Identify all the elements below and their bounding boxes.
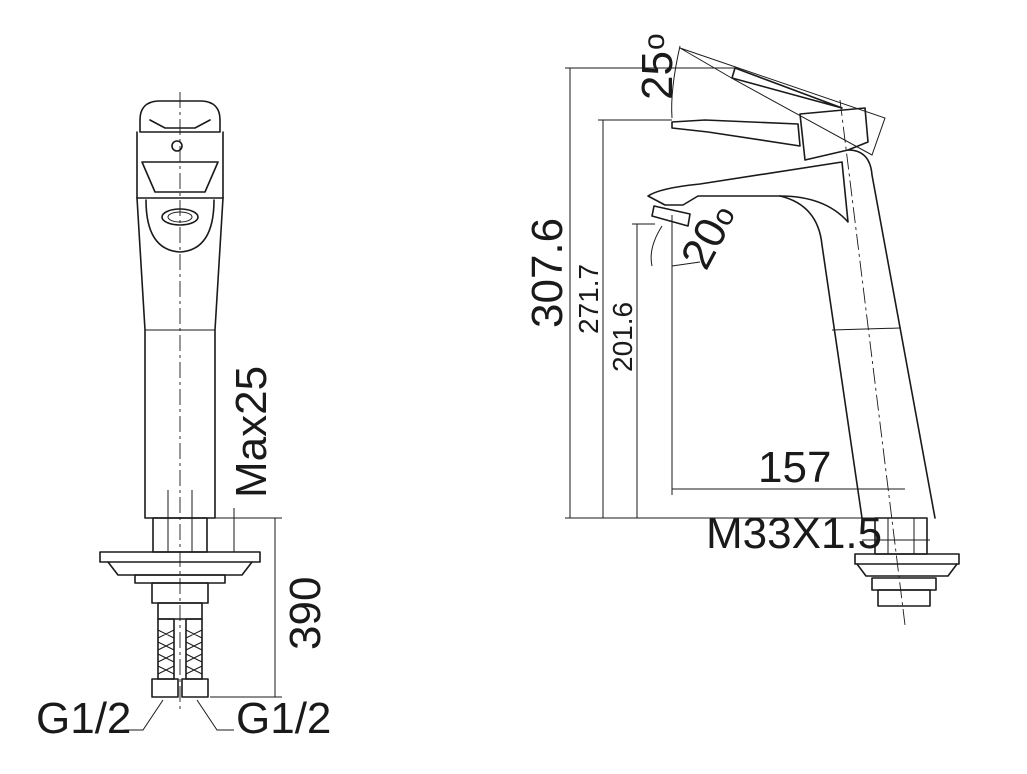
height-spout-label: 201.6 bbox=[607, 302, 638, 372]
front-hose-left-fitting bbox=[151, 678, 179, 698]
right-connection-leader bbox=[196, 699, 234, 731]
side-column-seam bbox=[831, 327, 901, 331]
front-hose-left-braid bbox=[157, 629, 175, 675]
front-mounting-plate bbox=[99, 551, 261, 563]
front-view: Max25 390 G1/2 G1/2 bbox=[36, 92, 331, 743]
front-hose-right-fitting bbox=[181, 678, 209, 698]
front-lever-band bbox=[149, 119, 211, 129]
front-hose-right-braid bbox=[185, 629, 203, 675]
side-lock-nut bbox=[871, 577, 937, 591]
side-lock-nut-lower bbox=[877, 589, 931, 607]
side-mounting-gasket bbox=[856, 563, 958, 577]
front-aerator-inner bbox=[167, 211, 193, 223]
side-column-back bbox=[847, 149, 936, 519]
height-label: 390 bbox=[281, 577, 330, 650]
right-connection-label: G1/2 bbox=[236, 694, 331, 743]
front-flex-hoses bbox=[151, 618, 209, 698]
front-shank-nut bbox=[157, 602, 203, 620]
side-lever bbox=[671, 119, 801, 147]
front-aerator bbox=[161, 208, 199, 226]
side-view: 307.6 271.7 201.6 157 M33X1.5 25 o 20 o bbox=[523, 33, 960, 626]
side-base-collar bbox=[874, 517, 928, 555]
side-lever-raised bbox=[679, 47, 886, 156]
thread-label: M33X1.5 bbox=[706, 509, 882, 558]
front-body-top bbox=[136, 131, 224, 199]
lever-angle-label: 25 bbox=[633, 51, 682, 100]
front-lever-cap bbox=[139, 100, 221, 133]
left-connection-label: G1/2 bbox=[36, 694, 131, 743]
front-aerator-housing bbox=[145, 199, 215, 253]
side-centerline bbox=[839, 99, 906, 626]
left-connection-leader bbox=[124, 699, 164, 731]
max-label: Max25 bbox=[227, 366, 276, 498]
front-lever-screw bbox=[171, 140, 183, 152]
side-valve-head bbox=[799, 107, 869, 161]
spout-angle-arc bbox=[650, 225, 663, 267]
side-aerator-tip bbox=[651, 205, 691, 227]
height-total-label: 307.6 bbox=[523, 218, 572, 328]
side-mounting-plate bbox=[854, 553, 960, 565]
lever-angle-arc bbox=[671, 45, 681, 119]
spout-angle-ext bbox=[671, 261, 701, 267]
side-spout bbox=[647, 161, 849, 223]
side-lever-top bbox=[731, 67, 843, 109]
reach-label: 157 bbox=[758, 443, 831, 492]
lever-angle-degree: o bbox=[638, 33, 671, 50]
side-column-front bbox=[779, 195, 863, 519]
height-lever-label: 271.7 bbox=[573, 264, 604, 334]
front-body-shoulder bbox=[141, 161, 219, 193]
